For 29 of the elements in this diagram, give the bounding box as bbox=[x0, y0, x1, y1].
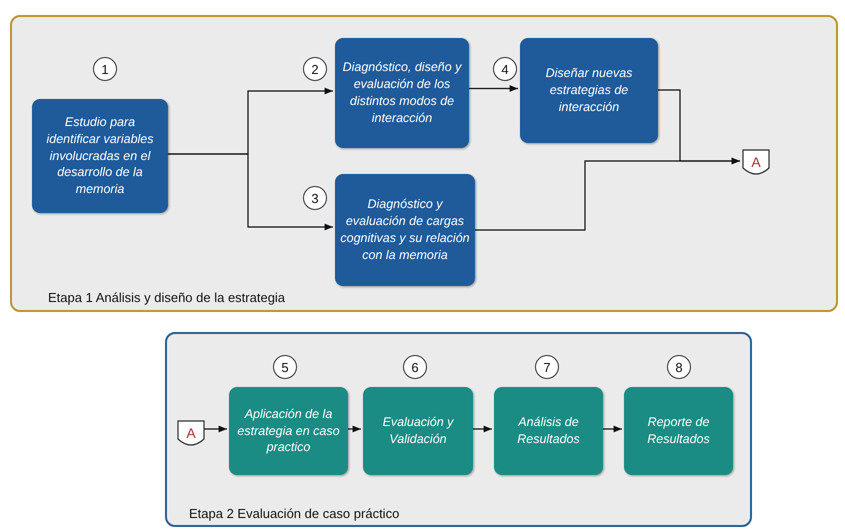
process-box: Diagnóstico y evaluación de cargas cognitivas y su relación con la memoria bbox=[335, 174, 475, 286]
process-box: Análisis de Resultados bbox=[494, 387, 603, 475]
off-page-connector: A bbox=[177, 420, 205, 448]
off-page-connector: A bbox=[742, 149, 770, 177]
arrow bbox=[473, 158, 740, 231]
process-box: Reporte de Resultados bbox=[624, 387, 733, 475]
step-number: 5 bbox=[273, 355, 297, 379]
step-number: 4 bbox=[493, 57, 517, 81]
stage-panel bbox=[10, 15, 838, 312]
process-box: Estudio para identificar variables involucradas en el desarrollo de la memoria bbox=[32, 99, 168, 213]
step-number: 7 bbox=[535, 355, 559, 379]
stage-title: Etapa 1 Análisis y diseño de la estrategia bbox=[48, 290, 286, 305]
step-number: 3 bbox=[303, 186, 327, 210]
stage-panel bbox=[165, 332, 752, 527]
step-number: 6 bbox=[403, 355, 427, 379]
arrow bbox=[601, 426, 622, 432]
arrow bbox=[346, 426, 361, 432]
step-number: 8 bbox=[667, 355, 691, 379]
arrow bbox=[203, 426, 227, 432]
arrow bbox=[467, 85, 518, 92]
process-box: Evaluación y Validación bbox=[363, 387, 473, 475]
step-number: 2 bbox=[303, 57, 327, 81]
arrow bbox=[471, 426, 492, 432]
stage-title: Etapa 2 Evaluación de caso práctico bbox=[189, 506, 400, 521]
process-box: Aplicación de la estrategia en caso practico bbox=[229, 387, 348, 475]
process-box: Diagnóstico, diseño y evaluación de los distintos modos de interacción bbox=[335, 38, 469, 148]
arrow bbox=[166, 153, 333, 230]
process-box: Diseñar nuevas estrategias de interacción bbox=[520, 38, 658, 143]
step-number: 1 bbox=[93, 57, 117, 81]
